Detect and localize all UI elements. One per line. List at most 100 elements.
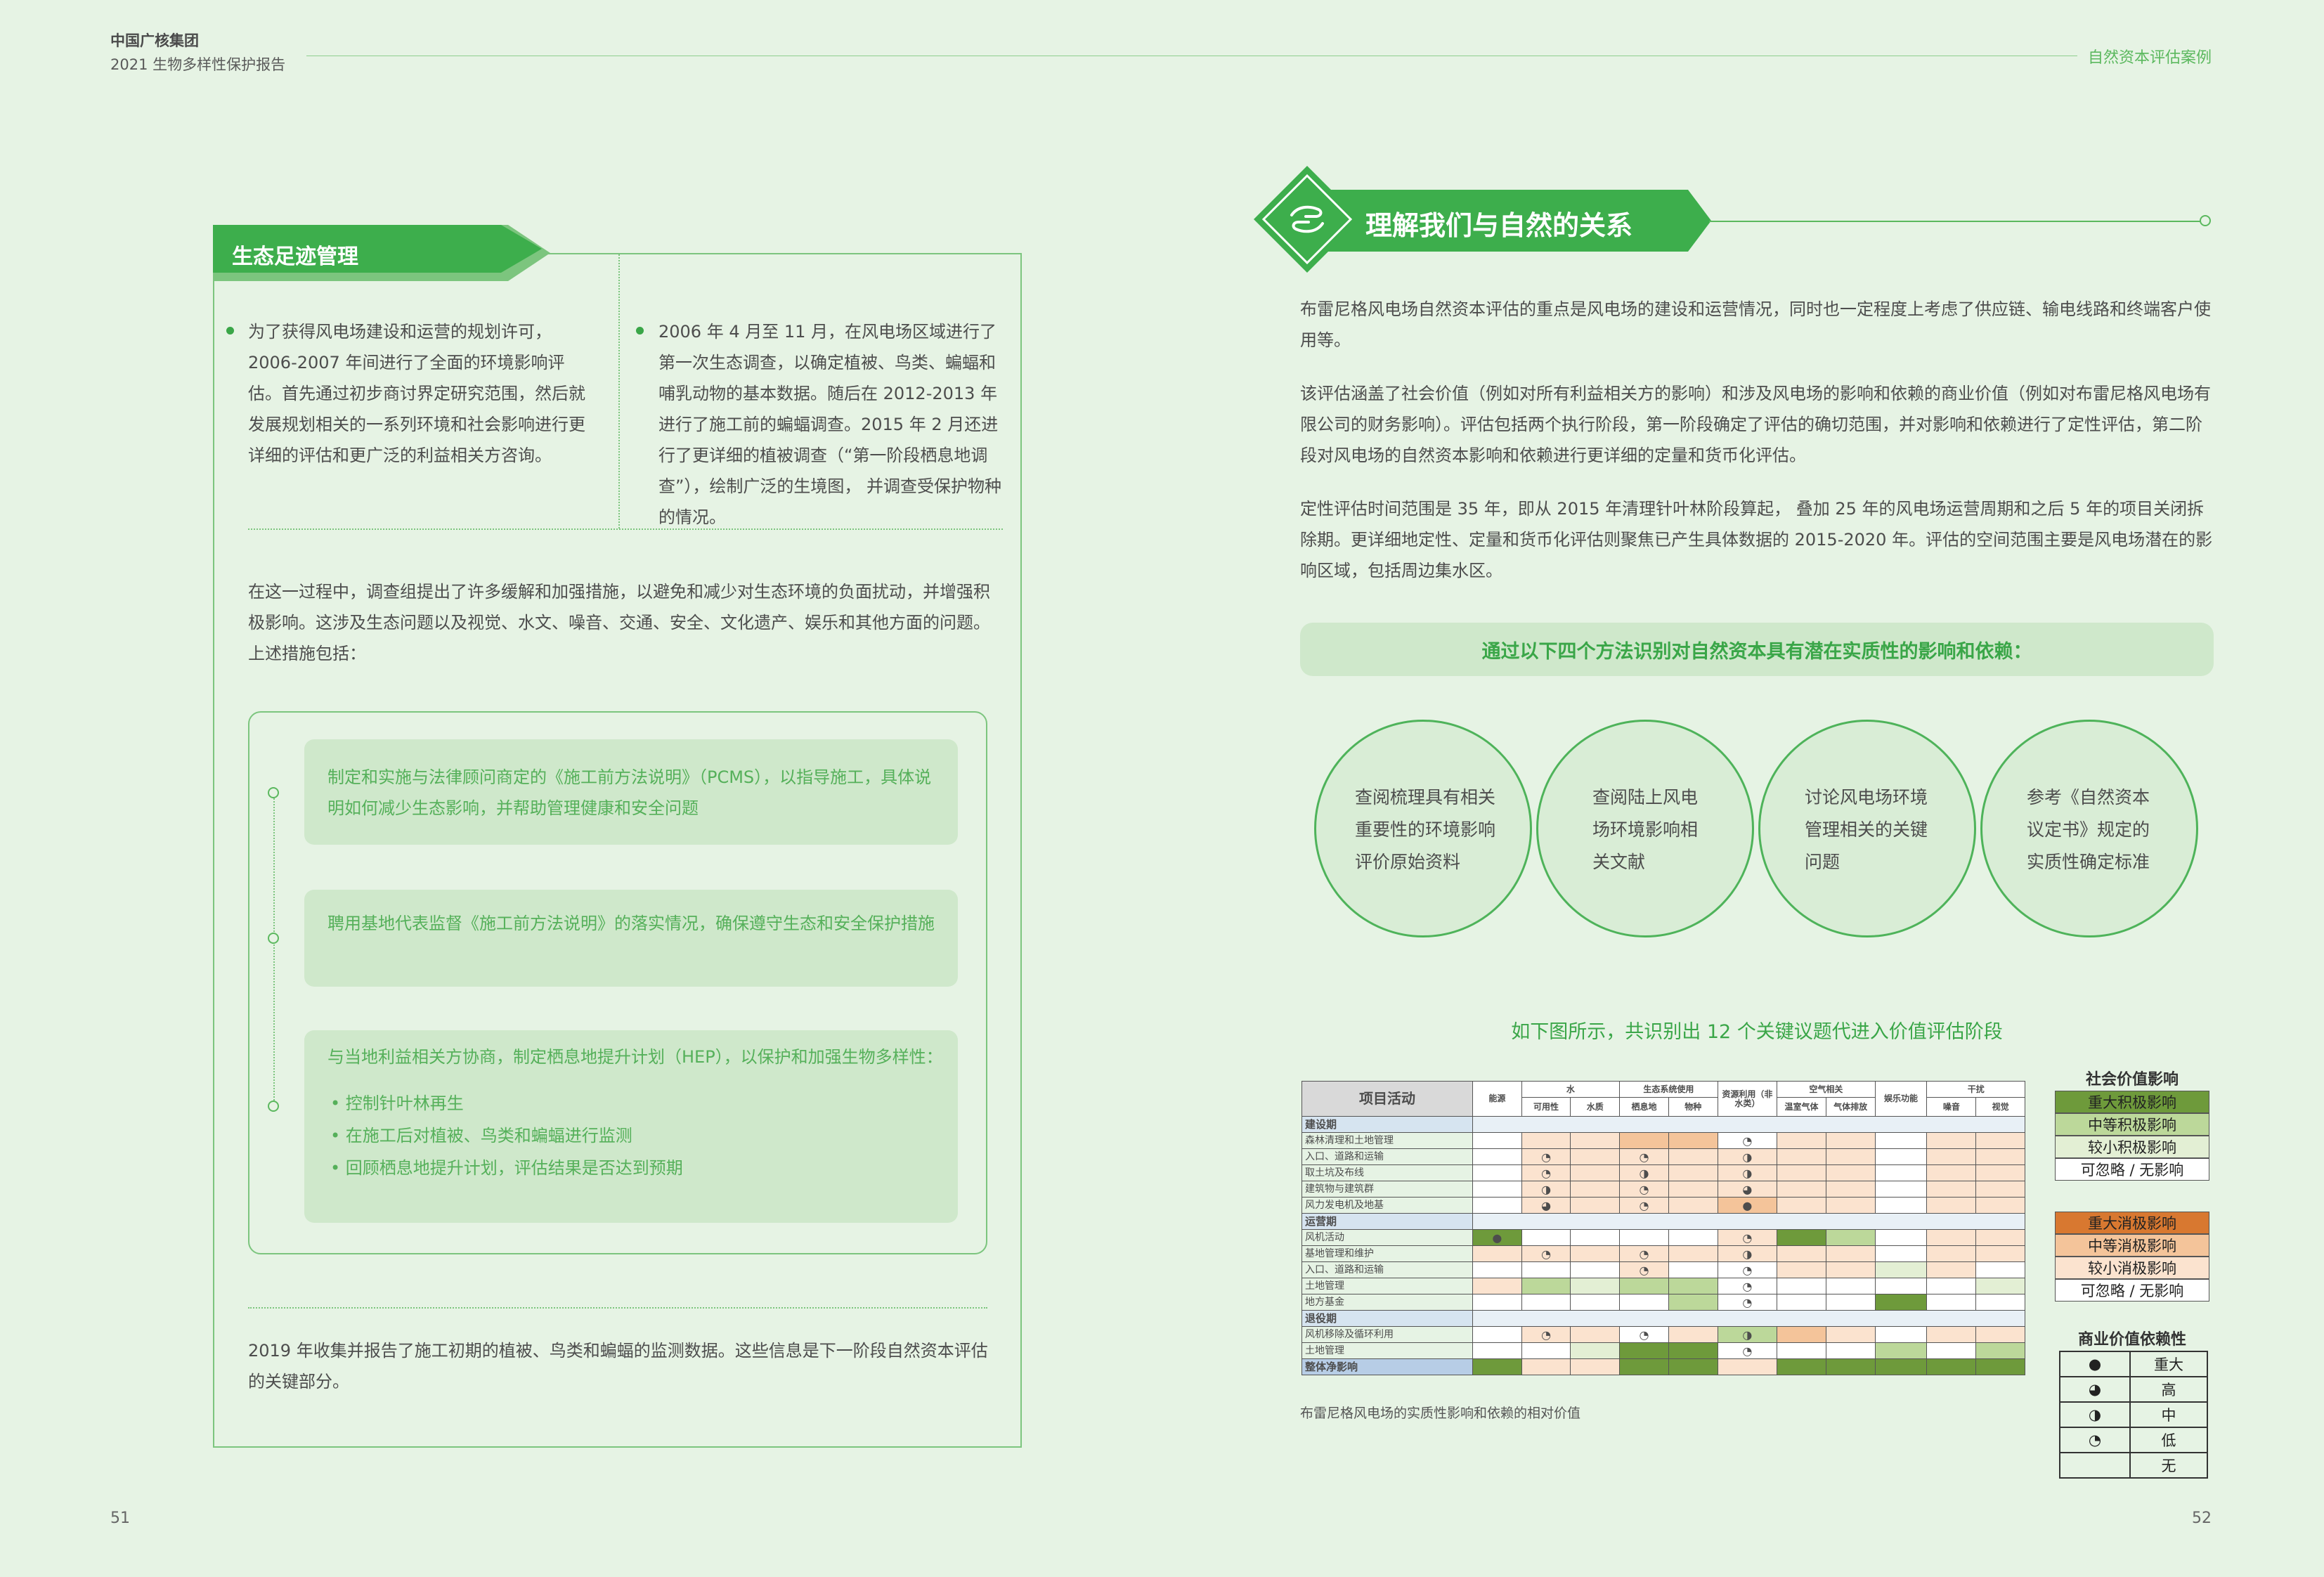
activity-label: 入口、道路和运输 xyxy=(1301,1261,1473,1278)
bullet-dot xyxy=(636,327,644,335)
matrix-cell: ◑ xyxy=(1717,1326,1778,1343)
table-row: 退役期 xyxy=(1301,1310,2026,1327)
matrix-column-header: 物种 xyxy=(1668,1097,1718,1117)
matrix-cell xyxy=(1825,1358,1876,1375)
matrix-cell: ◔ xyxy=(1521,1164,1571,1181)
matrix-cell: ◔ xyxy=(1619,1326,1669,1343)
matrix-cell xyxy=(1570,1245,1621,1262)
matrix-cell: ◔ xyxy=(1619,1148,1669,1165)
matrix-cell xyxy=(1619,1132,1669,1149)
sub-measure: • 控制针叶林再生 xyxy=(330,1093,464,1113)
table-row: 土地管理◔ xyxy=(1301,1278,2025,1294)
table-row: 运营期 xyxy=(1301,1213,2026,1230)
matrix-cell xyxy=(1668,1148,1718,1165)
matrix-cell xyxy=(1668,1342,1718,1359)
phase-label: 退役期 xyxy=(1301,1310,1473,1327)
matrix-cell xyxy=(1717,1358,1778,1375)
matrix-group-header: 水 xyxy=(1521,1081,1621,1098)
matrix-cell xyxy=(1472,1294,1522,1311)
legend-item: 无 xyxy=(2059,1452,2208,1479)
timeline-dot xyxy=(268,933,279,944)
matrix-cell xyxy=(1570,1278,1621,1294)
matrix-cell: ◑ xyxy=(1619,1164,1669,1181)
values-paragraph: 该评估涵盖了社会价值（例如对所有利益相关方的影响）和涉及风电场的影响和依赖的商业… xyxy=(1300,384,2211,465)
phase-label: 运营期 xyxy=(1301,1213,1473,1230)
matrix-cell xyxy=(1926,1326,1977,1343)
methods-banner-text: 通过以下四个方法识别对自然资本具有潜在实质性的影响和依赖： xyxy=(1481,641,2032,663)
matrix-cell xyxy=(1825,1326,1876,1343)
matrix-cell xyxy=(1825,1148,1876,1165)
matrix-cell xyxy=(1472,1148,1522,1165)
matrix-column-header: 视觉 xyxy=(1975,1097,2025,1117)
matrix-cell xyxy=(1668,1294,1718,1311)
heading-rule xyxy=(1709,221,2201,222)
matrix-cell xyxy=(1570,1164,1621,1181)
matrix-cell xyxy=(1668,1229,1718,1246)
method-text: 查阅陆上风电场环境影响相关文献 xyxy=(1592,787,1699,872)
matrix-cell xyxy=(1570,1229,1621,1246)
matrix-cell xyxy=(1975,1229,2025,1246)
matrix-cell: ◑ xyxy=(1521,1181,1571,1198)
matrix-cell: ◔ xyxy=(1717,1294,1778,1311)
matrix-cell xyxy=(1825,1164,1876,1181)
matrix-cell xyxy=(1825,1132,1876,1149)
matrix-cell xyxy=(1472,1245,1522,1262)
matrix-cell: ◑ xyxy=(1717,1164,1778,1181)
dependency-symbol xyxy=(2059,1452,2131,1479)
matrix-cell xyxy=(1521,1261,1571,1278)
matrix-cell: ◔ xyxy=(1717,1229,1778,1246)
matrix-cell xyxy=(1926,1261,1977,1278)
heading-rule-end xyxy=(2200,215,2211,226)
activity-label: 风机移除及循环利用 xyxy=(1301,1326,1473,1343)
matrix-cell xyxy=(1926,1197,1977,1214)
matrix-cell: ◕ xyxy=(1717,1181,1778,1198)
matrix-cell xyxy=(1570,1132,1621,1149)
table-row: 风力发电机及地基◕◔● xyxy=(1301,1197,2025,1214)
dependency-symbol: ◕ xyxy=(2059,1376,2131,1403)
matrix-cell xyxy=(1570,1294,1621,1311)
activity-label: 基地管理和维护 xyxy=(1301,1245,1473,1262)
legend-item: ◔低 xyxy=(2059,1427,2208,1453)
matrix-cell xyxy=(1874,1342,1928,1359)
matrix-cell xyxy=(1521,1294,1571,1311)
matrix-column-header: 噪音 xyxy=(1926,1097,1977,1117)
matrix-cell xyxy=(1777,1148,1826,1165)
activity-label: 森林清理和土地管理 xyxy=(1301,1132,1473,1149)
activity-label: 风力发电机及地基 xyxy=(1301,1197,1473,1214)
dependency-label: 低 xyxy=(2129,1427,2208,1453)
activity-label: 风机活动 xyxy=(1301,1229,1473,1246)
matrix-cell xyxy=(1825,1261,1876,1278)
matrix-cell xyxy=(1619,1278,1669,1294)
measure-card xyxy=(304,890,958,987)
matrix-cell xyxy=(1975,1326,2025,1343)
matrix-cell xyxy=(1777,1164,1826,1181)
method-text: 参考《自然资本议定书》规定的实质性确定标准 xyxy=(2027,787,2150,872)
matrix-cell: ◔ xyxy=(1717,1132,1778,1149)
matrix-cell: ◔ xyxy=(1619,1197,1669,1214)
matrix-cell xyxy=(1668,1164,1718,1181)
panel-title-ribbon xyxy=(213,225,550,281)
matrix-cell xyxy=(1874,1181,1928,1198)
matrix-cell xyxy=(1521,1358,1571,1375)
positive-impact-legend: 重大积极影响中等积极影响较小积极影响可忽略 / 无影响 xyxy=(2055,1091,2209,1181)
matrix-cell xyxy=(1777,1132,1826,1149)
matrix-cell xyxy=(1619,1342,1669,1359)
matrix-cell xyxy=(1926,1278,1977,1294)
measure-text: 制定和实施与法律顾问商定的《施工前方法说明》（PCMS），以指导施工，具体说明如… xyxy=(327,767,932,818)
matrix-cell xyxy=(1975,1278,2025,1294)
matrix-cell xyxy=(1570,1197,1621,1214)
method-circle xyxy=(1536,720,1754,937)
matrix-cell xyxy=(1926,1181,1977,1198)
matrix-column-header: 栖息地 xyxy=(1619,1097,1669,1117)
matrix-cell xyxy=(1777,1197,1826,1214)
measure-text: 与当地利益相关方协商，制定栖息地提升计划（HEP），以保护和加强生物多样性： xyxy=(327,1047,943,1067)
matrix-cell xyxy=(1619,1294,1669,1311)
matrix-cell xyxy=(1975,1261,2025,1278)
matrix-cell xyxy=(1777,1245,1826,1262)
legend-item: ◕高 xyxy=(2059,1376,2208,1403)
matrix-cell xyxy=(1521,1132,1571,1149)
matrix-cell xyxy=(1825,1181,1876,1198)
report-title: 2021 生物多样性保护报告 xyxy=(110,56,286,73)
legend-item: ◑中 xyxy=(2059,1401,2208,1428)
matrix-cell: ◔ xyxy=(1619,1181,1669,1198)
